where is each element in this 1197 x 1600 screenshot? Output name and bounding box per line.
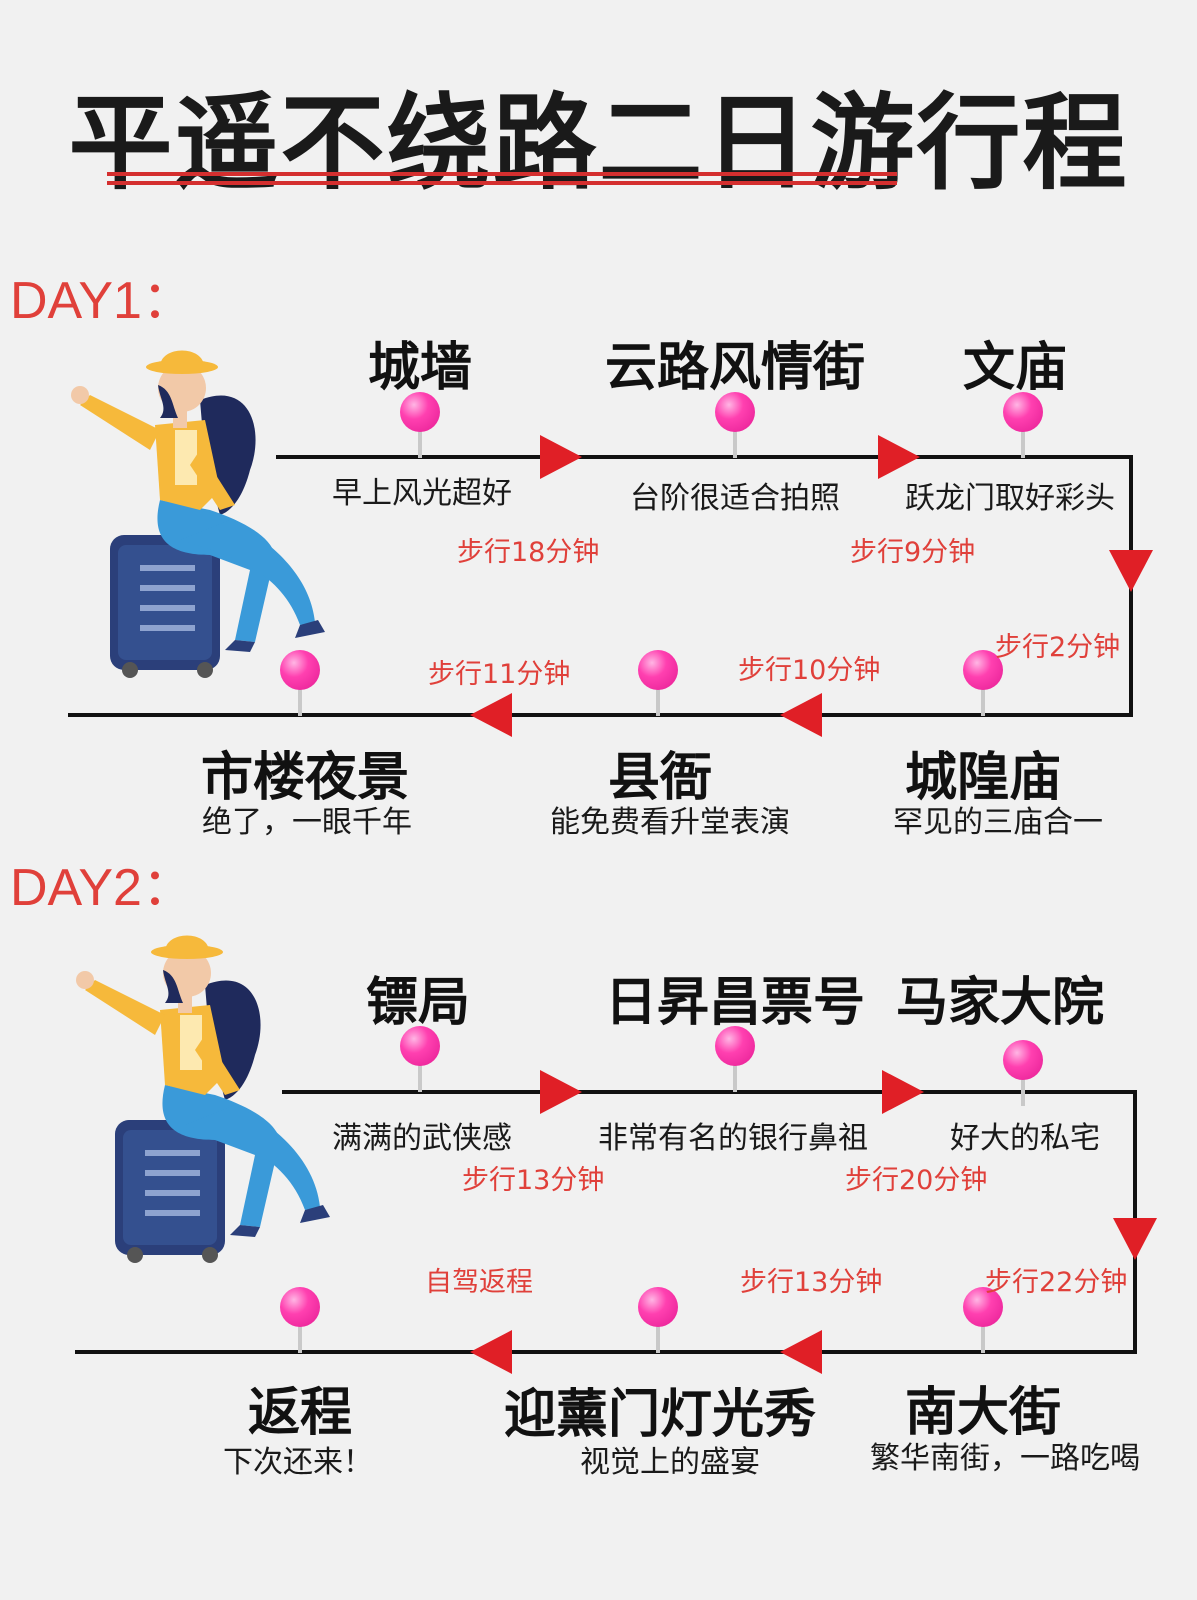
traveler-illustration-icon [76, 935, 330, 1263]
stop-name: 马家大院 [895, 973, 1104, 1033]
stop-desc: 绝了，一眼千年 [202, 805, 412, 840]
day1-label: DAY1： [10, 272, 194, 330]
arrow-left-icon [780, 1330, 822, 1374]
walk-time: 自驾返程 [425, 1267, 533, 1298]
map-pin-icon [280, 1287, 320, 1327]
stop-desc: 视觉上的盛宴 [580, 1445, 760, 1480]
pin-stem [656, 670, 660, 716]
stop-name: 镖局 [365, 973, 470, 1033]
pin-stem [418, 1046, 422, 1092]
stop-desc: 早上风光超好 [332, 476, 512, 511]
stop-desc: 跃龙门取好彩头 [905, 481, 1115, 516]
map-pin-icon [963, 1287, 1003, 1327]
arrow-right-icon [878, 435, 920, 479]
pin-stem [1021, 412, 1025, 458]
stop-name: 县衙 [607, 748, 712, 808]
stop-desc: 繁华南街，一路吃喝 [870, 1441, 1140, 1476]
arrow-right-icon [882, 1070, 924, 1114]
stop-name: 文庙 [962, 338, 1067, 398]
walk-time: 步行13分钟 [740, 1267, 883, 1298]
walk-time: 步行13分钟 [462, 1165, 605, 1196]
walk-time: 步行20分钟 [845, 1165, 988, 1196]
pin-stem [733, 412, 737, 458]
walk-time: 步行22分钟 [985, 1267, 1128, 1298]
stop-name: 日昇昌票号 [604, 973, 865, 1033]
map-pin-icon [400, 392, 440, 432]
stop-desc: 下次还来！ [223, 1445, 373, 1480]
title-underline-1 [107, 172, 897, 176]
title-underline-2 [107, 181, 897, 185]
map-pin-icon [1003, 1040, 1043, 1080]
walk-time: 步行18分钟 [457, 537, 600, 568]
stop-name: 迎薰门灯光秀 [503, 1385, 816, 1445]
arrow-left-icon [780, 693, 822, 737]
day2-route-bottom [75, 1350, 1137, 1354]
map-pin-icon [400, 1026, 440, 1066]
map-pin-icon [638, 1287, 678, 1327]
arrow-down-icon [1113, 1218, 1157, 1260]
stop-desc: 满满的武侠感 [332, 1121, 512, 1156]
stop-desc: 罕见的三庙合一 [893, 805, 1103, 840]
pin-stem [1021, 1060, 1025, 1106]
walk-time: 步行11分钟 [428, 659, 571, 690]
map-pin-icon [715, 392, 755, 432]
day1-route-bottom [68, 713, 1133, 717]
arrow-down-icon [1109, 550, 1153, 592]
pin-stem [656, 1307, 660, 1353]
stop-desc: 能免费看升堂表演 [550, 805, 790, 840]
stop-name: 市楼夜景 [200, 748, 409, 808]
pin-stem [981, 670, 985, 716]
stop-name: 返程 [247, 1383, 352, 1443]
day2-route-top [282, 1090, 1137, 1094]
arrow-right-icon [540, 1070, 582, 1114]
day2-label: DAY2： [10, 859, 194, 917]
day1-route-top [276, 455, 1133, 459]
map-pin-icon [638, 650, 678, 690]
map-pin-icon [280, 650, 320, 690]
pin-stem [298, 1307, 302, 1353]
walk-time: 步行2分钟 [995, 632, 1121, 663]
map-pin-icon [715, 1026, 755, 1066]
stop-desc: 非常有名的银行鼻祖 [598, 1121, 868, 1156]
arrow-right-icon [540, 435, 582, 479]
stop-desc: 好大的私宅 [950, 1121, 1100, 1156]
traveler-illustration-icon [71, 350, 325, 678]
pin-stem [733, 1046, 737, 1092]
pin-stem [981, 1307, 985, 1353]
stop-name: 城隍庙 [904, 748, 1061, 808]
arrow-left-icon [470, 693, 512, 737]
walk-time: 步行10分钟 [738, 655, 881, 686]
stop-name: 南大街 [904, 1383, 1061, 1443]
walk-time: 步行9分钟 [850, 537, 976, 568]
pin-stem [298, 670, 302, 716]
arrow-left-icon [470, 1330, 512, 1374]
map-pin-icon [1003, 392, 1043, 432]
stop-desc: 台阶很适合拍照 [630, 481, 840, 516]
stop-name: 城墙 [367, 338, 472, 398]
stop-name: 云路风情街 [604, 338, 865, 398]
pin-stem [418, 412, 422, 458]
page-title: 平遥不绕路二日游行程 [68, 82, 1129, 204]
map-pin-icon [963, 650, 1003, 690]
